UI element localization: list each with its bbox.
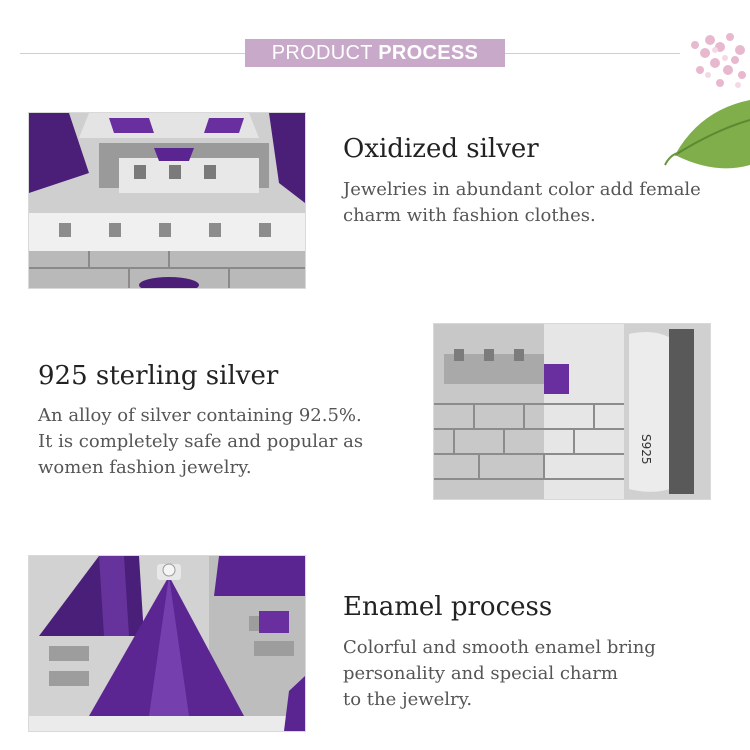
header-rule-right [505, 53, 680, 54]
enamel-process-photo [28, 555, 306, 732]
section-3-title: Enamel process [343, 592, 553, 622]
section-1-description: Jewelries in abundant color add female c… [343, 177, 701, 229]
section-1-line: Jewelries in abundant color add female [343, 179, 701, 200]
section-2-line: women fashion jewelry. [38, 457, 252, 478]
section-2-line: An alloy of silver containing 92.5%. [38, 405, 362, 426]
section-3-line: Colorful and smooth enamel bring [343, 637, 656, 658]
section-1-line: charm with fashion clothes. [343, 205, 596, 226]
section-3-line: to the jewelry. [343, 689, 473, 710]
section-2-title: 925 sterling silver [38, 361, 279, 391]
sterling-silver-photo: S925 [433, 323, 711, 500]
section-2-description: An alloy of silver containing 92.5%. It … [38, 403, 363, 481]
section-banner: PRODUCT PROCESS [245, 39, 505, 67]
section-3-line: personality and special charm [343, 663, 618, 684]
header-rule-left [20, 53, 245, 54]
section-3-description: Colorful and smooth enamel bring persona… [343, 635, 656, 713]
section-2-line: It is completely safe and popular as [38, 431, 364, 452]
flower-decoration [664, 33, 750, 169]
section-1-title: Oxidized silver [343, 134, 539, 164]
banner-bold-text: PROCESS [378, 42, 479, 64]
oxidized-silver-photo [28, 112, 306, 289]
banner-light-text: PRODUCT [271, 42, 379, 64]
s925-stamp-text: S925 [639, 434, 653, 465]
